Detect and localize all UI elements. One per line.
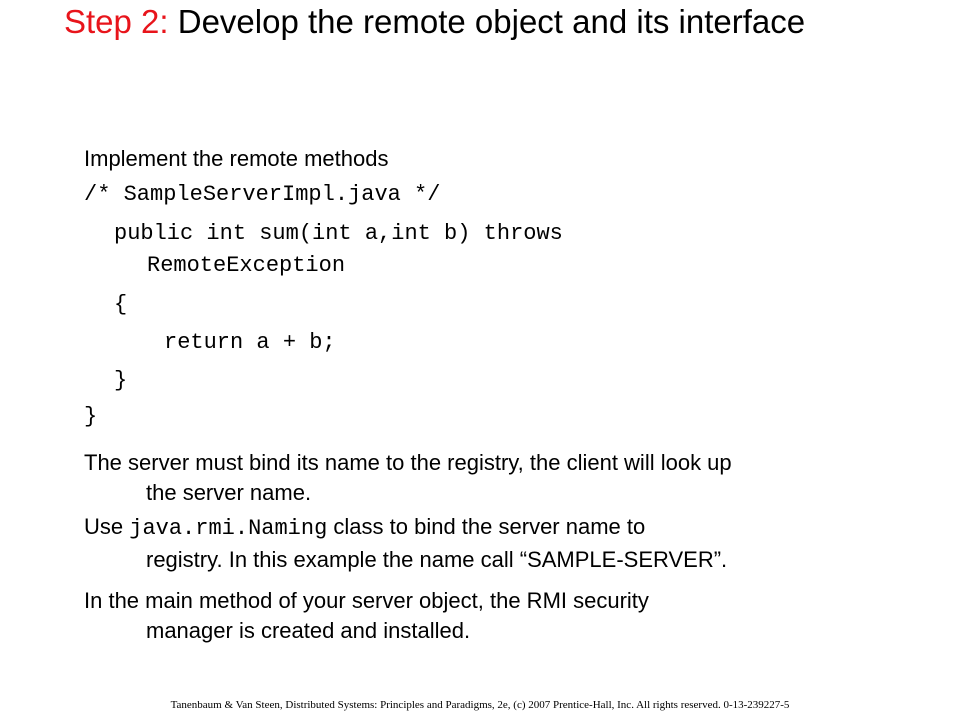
- code-close-brace-outer: }: [84, 404, 98, 429]
- code-return-statement: return a + b;: [164, 330, 336, 355]
- code-comment: /* SampleServerImpl.java */: [84, 182, 441, 207]
- paragraph-2-prefix: Use: [84, 514, 130, 539]
- paragraph-3-line-2: manager is created and installed.: [146, 618, 471, 643]
- intro-text: Implement the remote methods: [84, 146, 389, 171]
- paragraph-1-line-2: the server name.: [146, 480, 312, 505]
- paragraph-3-line-1: In the main method of your server object…: [84, 588, 649, 613]
- code-close-brace-inner: }: [114, 368, 128, 393]
- code-open-brace: {: [114, 292, 128, 317]
- paragraph-1-line-1: The server must bind its name to the reg…: [84, 450, 732, 475]
- code-signature-line2: RemoteException: [147, 253, 346, 278]
- slide-title-step: Step 2:: [64, 3, 169, 40]
- code-signature-line1: public int sum(int a,int b) throws: [114, 221, 563, 246]
- footer-copyright: Tanenbaum & Van Steen, Distributed Syste…: [170, 699, 790, 711]
- paragraph-2-line-1: Use java.rmi.Naming class to bind the se…: [84, 512, 645, 544]
- paragraph-2-code: java.rmi.Naming: [129, 516, 328, 541]
- slide-title: Step 2: Develop the remote object and it…: [64, 0, 805, 44]
- paragraph-2-suffix: class to bind the server name to: [327, 514, 646, 539]
- paragraph-2-line-2: registry. In this example the name call …: [146, 547, 728, 572]
- slide-title-text: Develop the remote object and its interf…: [168, 3, 806, 40]
